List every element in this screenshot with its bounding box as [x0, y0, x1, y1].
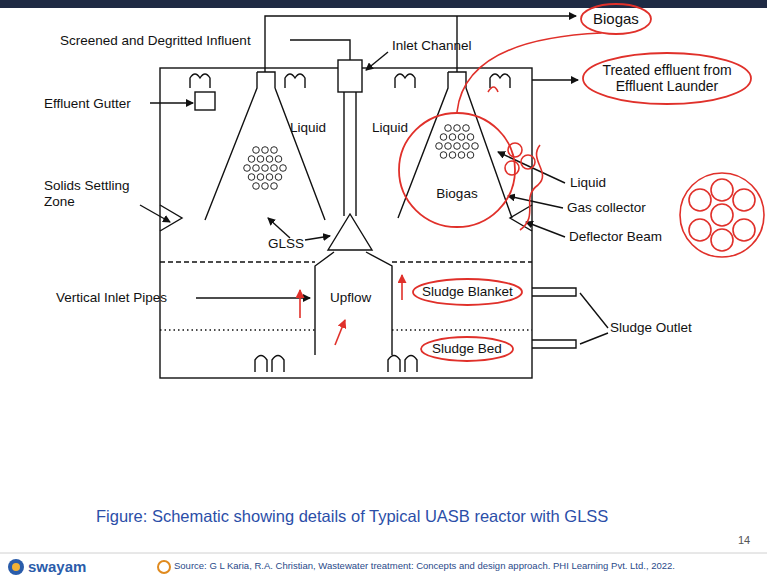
part-label: Screened and Degritted Influent: [60, 33, 251, 49]
footer-rule: [0, 553, 767, 554]
deflector-beam: [160, 205, 532, 231]
ellipse-outline: [398, 112, 516, 228]
leader-line: [196, 297, 310, 298]
leader-line: [498, 152, 565, 183]
page-number: 14: [738, 534, 750, 547]
source-icon: [158, 561, 170, 573]
part-label: Upflow: [330, 290, 371, 306]
annotation-ellipse: Biogas: [398, 112, 516, 228]
inlet-diffusers: [255, 356, 417, 373]
glss-deflector: [328, 214, 372, 250]
effluent-weirs: [190, 74, 510, 88]
part-label: Gas collector: [567, 200, 646, 216]
part-label: Inlet Channel: [392, 38, 472, 54]
effluent-gutter: [195, 92, 215, 110]
leader-line: [366, 52, 388, 70]
part-label: Liquid: [290, 120, 326, 136]
effluent-pipe: [532, 79, 578, 80]
annotation-ellipse: Biogas: [580, 3, 652, 35]
logo-emblem: [8, 559, 24, 575]
part-label: GLSS: [268, 236, 304, 252]
part-label: Sludge Outlet: [610, 320, 692, 336]
reactor-tank: [160, 68, 532, 378]
leader-line: [150, 102, 193, 103]
red-connector: [457, 33, 602, 112]
sludge-bed-line: [160, 329, 532, 330]
part-label: Deflector Beam: [569, 229, 662, 245]
node-text: Treated effluent from Effluent Launder: [596, 62, 738, 94]
inlet-channel: [338, 60, 362, 92]
leader-line: [305, 236, 330, 240]
sludge-blanket-line: [160, 261, 532, 262]
source-note: Source: G L Karia, R.A. Christian, Waste…: [174, 561, 675, 572]
gas-collector-left: [205, 72, 325, 220]
node-text: Biogas: [398, 186, 516, 202]
logo-emblem: [12, 563, 20, 571]
part-label: Liquid: [372, 120, 408, 136]
node-text: Sludge Bed: [432, 341, 502, 357]
figure-caption: Figure: Schematic showing details of Typ…: [96, 507, 608, 526]
node-text: Sludge Blanket: [422, 284, 513, 300]
leader-line: [268, 218, 290, 238]
logo-text: swayam: [28, 558, 86, 575]
inlet-pipe: [344, 92, 356, 216]
part-label: Solids Settling Zone: [44, 178, 142, 209]
top-bar: [0, 0, 767, 8]
leader-line: [508, 196, 563, 208]
node-text: Biogas: [593, 10, 639, 27]
leader-line: [140, 205, 170, 222]
gas-bubbles: [244, 125, 479, 190]
leader-line: [580, 293, 608, 344]
annotation-ellipse: Sludge Bed: [420, 336, 514, 362]
red-annotation: [300, 87, 764, 345]
leader-line: [526, 222, 565, 237]
part-label: Effluent Gutter: [44, 96, 131, 112]
annotation-ellipse: Treated effluent from Effluent Launder: [582, 52, 752, 105]
sludge-outlet-pipe: [532, 288, 576, 348]
annotation-ellipse: Sludge Blanket: [412, 278, 523, 306]
influent-pipe: [290, 40, 350, 60]
part-label: Vertical Inlet Pipes: [56, 290, 167, 306]
upflow-zone: [315, 252, 392, 355]
biogas-pipe: [265, 16, 576, 72]
part-label: Liquid: [570, 175, 606, 191]
